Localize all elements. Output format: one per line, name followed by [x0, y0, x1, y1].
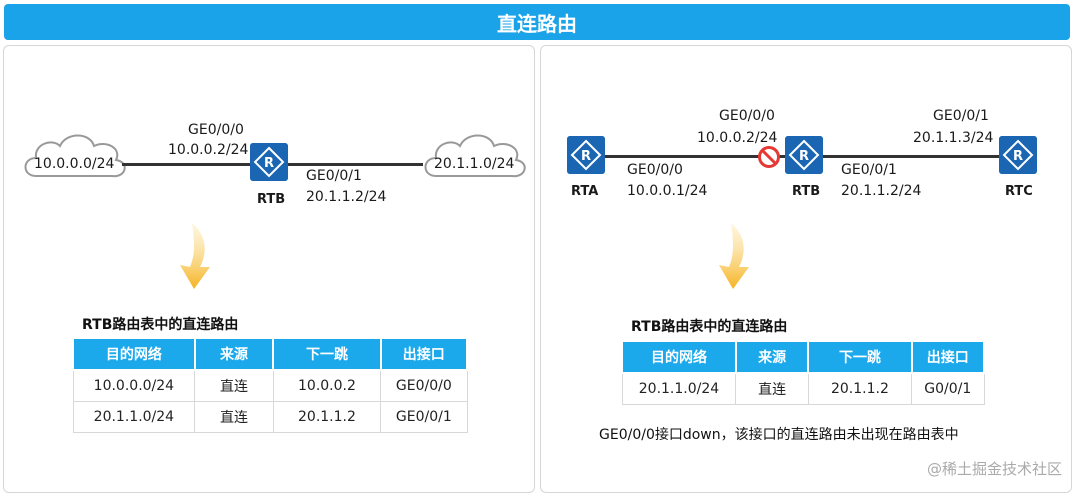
page-title: 直连路由 — [4, 4, 1070, 40]
table-cell: GE0/0/0 — [380, 369, 468, 402]
cloud-icon — [24, 134, 126, 178]
link-line — [605, 155, 785, 158]
routing-table: 目的网络 来源 下一跳 出接口 20.1.1.0/24 直连 20.1.1.2 … — [621, 340, 986, 405]
interface-name: GE0/0/0 — [627, 162, 683, 178]
table-cell: 直连 — [194, 401, 274, 433]
routing-table: 目的网络 来源 下一跳 出接口 10.0.0.0/24 直连 10.0.0.2 … — [72, 337, 469, 433]
table-cell: 直连 — [735, 372, 809, 405]
table-cell: GE0/0/1 — [380, 401, 468, 433]
note-text: GE0/0/0接口down，该接口的直连路由未出现在路由表中 — [599, 427, 959, 443]
column-header: 来源 — [734, 340, 810, 374]
down-arrow-icon — [180, 223, 210, 289]
interface-name: GE0/0/0 — [719, 108, 775, 124]
interface-name: GE0/0/1 — [306, 168, 362, 184]
router-label: RTB — [257, 192, 286, 207]
link-line — [122, 163, 250, 166]
interface-ip: 10.0.0.2/24 — [168, 142, 249, 158]
router-label: RTB — [792, 184, 821, 199]
svg-text:R: R — [799, 149, 809, 164]
prohibited-icon — [758, 146, 780, 168]
table-cell: 20.1.1.0/24 — [72, 401, 196, 433]
table-cell: 直连 — [194, 369, 274, 402]
interface-ip: 20.1.1.3/24 — [913, 130, 994, 146]
watermark: @稀土掘金技术社区 — [926, 460, 1062, 478]
table-header-row: 目的网络 来源 下一跳 出接口 — [72, 337, 469, 371]
svg-text:R: R — [264, 156, 274, 171]
column-header: 目的网络 — [621, 340, 737, 374]
table-cell: 20.1.1.2 — [272, 401, 382, 433]
link-line — [288, 163, 423, 166]
svg-text:R: R — [581, 149, 591, 164]
router-icon: R — [999, 136, 1037, 174]
router-label: RTC — [1005, 184, 1033, 199]
right-panel: R RTA R RTB R RTC GE0/0/0 10.0.0.2/24 GE… — [540, 45, 1072, 493]
column-header: 出接口 — [379, 337, 469, 371]
interface-name: GE0/0/1 — [841, 162, 897, 178]
cloud-left-label: 10.0.0.0/24 — [34, 156, 115, 172]
left-panel: 10.0.0.0/24 20.1.1.0/24 R RTB GE0/0/0 10… — [3, 45, 535, 493]
table-row: 20.1.1.0/24 直连 20.1.1.2 GE0/0/1 — [72, 401, 468, 433]
table-cell: 10.0.0.0/24 — [72, 369, 196, 402]
cloud-right-label: 20.1.1.0/24 — [434, 156, 515, 172]
router-icon: R — [567, 136, 605, 174]
column-header: 来源 — [193, 337, 275, 371]
table-row: 20.1.1.0/24 直连 20.1.1.2 G0/0/1 — [621, 372, 985, 405]
interface-name: GE0/0/1 — [933, 108, 989, 124]
table-cell: 20.1.1.0/24 — [621, 372, 737, 405]
interface-ip: 20.1.1.2/24 — [306, 189, 387, 205]
table-header-row: 目的网络 来源 下一跳 出接口 — [621, 340, 986, 374]
table-row: 10.0.0.0/24 直连 10.0.0.2 GE0/0/0 — [72, 369, 468, 402]
table-cell: 10.0.0.2 — [272, 369, 382, 402]
column-header: 目的网络 — [72, 337, 196, 371]
table-cell: 20.1.1.2 — [807, 372, 913, 405]
column-header: 出接口 — [910, 340, 986, 374]
router-icon: R — [785, 136, 823, 174]
column-header: 下一跳 — [272, 337, 382, 371]
interface-ip: 20.1.1.2/24 — [841, 183, 922, 199]
interface-name: GE0/0/0 — [188, 122, 244, 138]
interface-ip: 10.0.0.1/24 — [627, 183, 708, 199]
column-header: 下一跳 — [807, 340, 913, 374]
svg-text:R: R — [1013, 149, 1023, 164]
table-cell: G0/0/1 — [911, 372, 985, 405]
interface-ip: 10.0.0.2/24 — [697, 130, 778, 146]
router-icon: R — [250, 143, 288, 181]
link-line — [823, 155, 999, 158]
table-caption: RTB路由表中的直连路由 — [82, 317, 239, 333]
down-arrow-icon — [719, 223, 749, 289]
cloud-icon — [424, 134, 526, 178]
table-caption: RTB路由表中的直连路由 — [631, 319, 788, 335]
router-label: RTA — [571, 184, 599, 199]
